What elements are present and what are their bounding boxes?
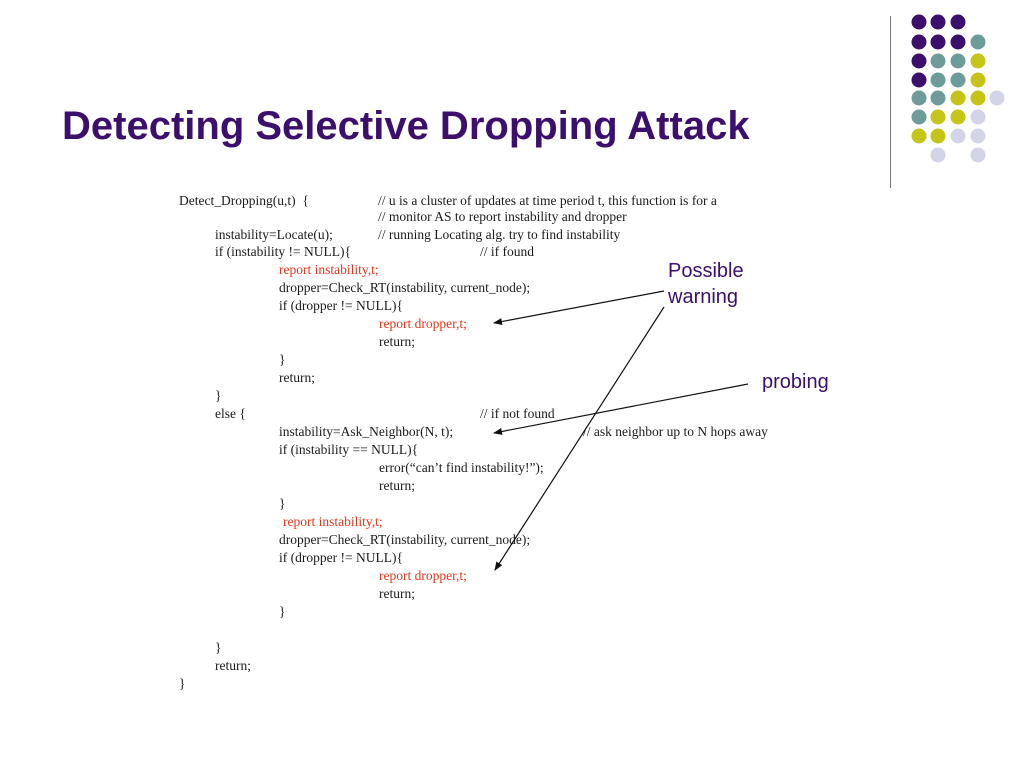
code-line: } xyxy=(279,496,286,511)
decorative-dot xyxy=(930,34,946,50)
code-line: // ask neighbor up to N hops away xyxy=(583,424,768,439)
decorative-dot xyxy=(911,90,927,106)
code-line-highlight: report dropper,t; xyxy=(379,316,467,331)
code-line: dropper=Check_RT(instability, current_no… xyxy=(279,280,531,295)
decorative-dot xyxy=(950,34,966,50)
decorative-dot xyxy=(950,128,966,144)
decorative-dot xyxy=(950,90,966,106)
arrow-to-first-report xyxy=(493,290,665,325)
decorative-dot xyxy=(930,72,946,88)
code-line: Detect_Dropping(u,t) { xyxy=(179,193,309,208)
decorative-dot xyxy=(970,34,986,50)
decorative-dot xyxy=(911,72,927,88)
code-line: return; xyxy=(379,586,415,601)
code-line: if (dropper != NULL){ xyxy=(279,550,403,565)
slide-title: Detecting Selective Dropping Attack xyxy=(62,104,750,148)
decorative-dot xyxy=(930,90,946,106)
annotation-probing: probing xyxy=(762,371,829,393)
decorative-dot xyxy=(911,14,927,30)
code-line: } xyxy=(215,388,222,403)
annotation-possible-warning: Possible warning xyxy=(668,258,744,310)
decorative-dot xyxy=(950,72,966,88)
decorative-dot xyxy=(930,109,946,125)
decorative-dot xyxy=(950,14,966,30)
code-line: // u is a cluster of updates at time per… xyxy=(378,193,717,208)
decorative-dot-grid xyxy=(911,14,1005,163)
code-line: } xyxy=(279,352,286,367)
decorative-dot xyxy=(911,128,927,144)
annotation-line: warning xyxy=(668,286,739,308)
decorative-dot xyxy=(930,128,946,144)
code-line: error(“can’t find instability!”); xyxy=(379,460,544,475)
code-line-highlight: report instability,t; xyxy=(283,514,383,529)
decorative-dot xyxy=(950,53,966,69)
arrow-to-ask-neighbor xyxy=(493,383,749,435)
code-line: return; xyxy=(379,334,415,349)
decorative-dot xyxy=(911,53,927,69)
code-line: } xyxy=(215,640,222,655)
code-line: dropper=Check_RT(instability, current_no… xyxy=(279,532,531,547)
code-line-highlight: report dropper,t; xyxy=(379,568,467,583)
decorative-dot xyxy=(911,109,927,125)
code-line: } xyxy=(279,604,286,619)
code-line: if (dropper != NULL){ xyxy=(279,298,403,313)
divider-line xyxy=(890,16,891,188)
code-line: } xyxy=(179,676,186,691)
code-line: // if found xyxy=(480,244,534,259)
decorative-dot xyxy=(970,147,986,163)
code-line: if (instability != NULL){ xyxy=(215,244,351,259)
decorative-dot xyxy=(930,147,946,163)
code-line: return; xyxy=(279,370,315,385)
code-line: // monitor AS to report instability and … xyxy=(378,209,627,224)
decorative-dot xyxy=(989,90,1005,106)
arrow-to-second-report xyxy=(494,306,665,571)
code-line: if (instability == NULL){ xyxy=(279,442,419,457)
code-line: // running Locating alg. try to find ins… xyxy=(378,227,621,242)
code-line-highlight: report instability,t; xyxy=(279,262,379,277)
code-line: // if not found xyxy=(480,406,555,421)
code-line: instability=Locate(u); xyxy=(215,227,333,242)
decorative-dot xyxy=(970,109,986,125)
decorative-dot xyxy=(970,53,986,69)
code-line: else { xyxy=(215,406,246,421)
decorative-dot xyxy=(970,72,986,88)
decorative-dot xyxy=(930,53,946,69)
decorative-dot xyxy=(930,14,946,30)
code-line: return; xyxy=(215,658,251,673)
decorative-dot xyxy=(911,34,927,50)
annotation-line: Possible xyxy=(668,260,744,282)
code-line: return; xyxy=(379,478,415,493)
decorative-dot xyxy=(970,90,986,106)
decorative-dot xyxy=(970,128,986,144)
code-line: instability=Ask_Neighbor(N, t); xyxy=(279,424,454,439)
decorative-dot xyxy=(950,109,966,125)
